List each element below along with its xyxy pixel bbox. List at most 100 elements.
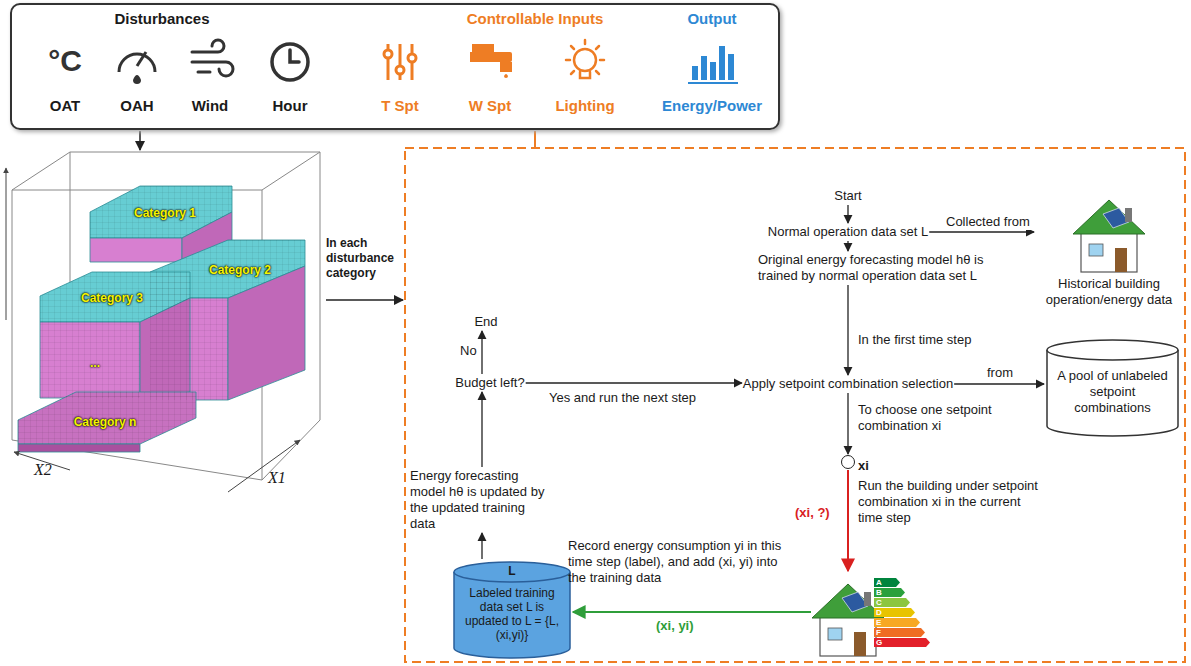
shape-outline <box>874 618 920 627</box>
surface-plot <box>18 186 305 444</box>
flow-arrow <box>847 241 848 251</box>
process-step: Original energy forecasting model hθ is … <box>758 252 998 284</box>
text-label: T Spt <box>381 98 419 114</box>
surface-plot <box>90 238 182 262</box>
text-label: Hour <box>273 98 308 114</box>
text-label: F <box>876 628 881 637</box>
text-label: Category n <box>74 414 137 430</box>
shape-outline <box>874 588 905 597</box>
shape-outline <box>1073 200 1145 234</box>
text-label: C <box>876 598 882 607</box>
faucet-icon <box>470 44 512 78</box>
bulb-icon <box>571 46 574 49</box>
node-text: xi <box>858 458 888 474</box>
wind-icon <box>192 40 233 76</box>
text-label: Category 2 <box>209 262 271 278</box>
gauge-icon <box>133 75 141 84</box>
data-cylinder: A pool of unlabeled setpoint combination… <box>1045 338 1180 438</box>
wind-icon <box>192 62 233 76</box>
flow-arrow <box>481 533 482 559</box>
node-text: Normal operation data set L <box>768 224 928 240</box>
node-text: Apply setpoint combination selection <box>743 376 953 392</box>
dashed-region <box>405 148 1185 662</box>
flow-arrow <box>847 470 849 571</box>
panel-arrow <box>139 131 141 150</box>
surface-plot <box>18 392 196 444</box>
node-text: A pool of unlabeled setpoint combination… <box>1045 338 1180 416</box>
node-text: End <box>474 314 497 330</box>
surface-plot <box>90 186 232 238</box>
bar-chart-icon <box>701 56 707 80</box>
training-data-cylinder: LLabeled training data set L is updated … <box>452 560 572 660</box>
process-step: Normal operation data set L <box>768 224 928 240</box>
flow-arrow <box>847 285 848 375</box>
bulb-icon <box>574 49 596 71</box>
edge-label: Yes and run the next step <box>547 390 698 406</box>
process-step: Energy forecasting model hθ is updated b… <box>410 468 548 532</box>
flow-arrow <box>954 383 1044 384</box>
bulb-icon <box>600 59 604 62</box>
gauge-icon <box>119 52 155 84</box>
edge-label: In the first time step <box>856 332 973 348</box>
edge-label: No <box>458 343 479 359</box>
text-label: D <box>876 608 882 617</box>
surface-plot <box>6 152 320 492</box>
slider-icon <box>408 54 416 62</box>
building-icon: Historical building operation/energy dat… <box>1035 192 1183 308</box>
surface-plot <box>12 152 320 480</box>
surface-plot <box>18 392 196 444</box>
surface-plot <box>18 444 140 452</box>
bulb-icon <box>596 46 599 49</box>
surface-plot <box>12 152 320 190</box>
node-text: Original energy forecasting model hθ is … <box>758 252 998 284</box>
flow-arrow <box>481 392 482 467</box>
text-label: In each disturbance category <box>326 236 404 281</box>
category-arrow <box>326 299 403 301</box>
text-label: °C <box>48 44 82 78</box>
shape-outline <box>828 628 842 640</box>
text-label: X2 <box>34 462 52 478</box>
shape-outline <box>1073 200 1145 272</box>
shape-outline <box>1047 340 1178 360</box>
gauge-icon <box>137 52 146 66</box>
edge-label: To choose one setpoint combination xi <box>856 402 995 434</box>
shape-outline <box>1125 208 1132 222</box>
faucet-icon <box>478 52 512 62</box>
node-text: Energy forecasting model hθ is updated b… <box>410 468 548 532</box>
selection-circle: xi <box>841 455 855 469</box>
flow-arrow <box>481 331 482 374</box>
shape-outline <box>812 584 884 656</box>
start-step: Start <box>834 188 861 204</box>
process-step: Apply setpoint combination selection <box>743 376 953 392</box>
panel-link <box>534 131 536 148</box>
text-label: B <box>876 588 882 597</box>
bulb-icon <box>566 59 570 62</box>
shape-outline <box>1089 244 1103 256</box>
shape-outline <box>874 608 915 617</box>
node-text: Labeled training data set L is updated t… <box>452 586 572 642</box>
building-energy-icon <box>812 572 927 657</box>
text-label: OAH <box>120 98 153 114</box>
surface-plot <box>12 152 320 480</box>
surface-plot <box>40 322 140 398</box>
bulb-icon <box>580 72 590 78</box>
clock-icon <box>272 44 308 80</box>
text-label: Category 3 <box>81 290 143 306</box>
text-label: W Spt <box>469 98 512 114</box>
shape-outline <box>874 628 925 637</box>
node-text: Start <box>834 188 861 204</box>
gauge-icon <box>119 54 155 72</box>
bulb-icon <box>584 40 587 44</box>
shape-outline <box>854 632 866 656</box>
slider-icon <box>396 66 404 74</box>
decision-step: Budget left? <box>455 375 524 391</box>
text-label: Category 1 <box>134 205 196 221</box>
clock-icon <box>290 50 299 62</box>
faucet-icon <box>504 74 508 78</box>
edge-label: (xi, ?) <box>793 505 832 521</box>
node-text: Disturbances <box>97 11 227 27</box>
text-label: Lighting <box>555 98 614 114</box>
surface-plot <box>150 298 228 400</box>
text-label: A <box>876 578 882 587</box>
slider-icon <box>384 44 416 80</box>
